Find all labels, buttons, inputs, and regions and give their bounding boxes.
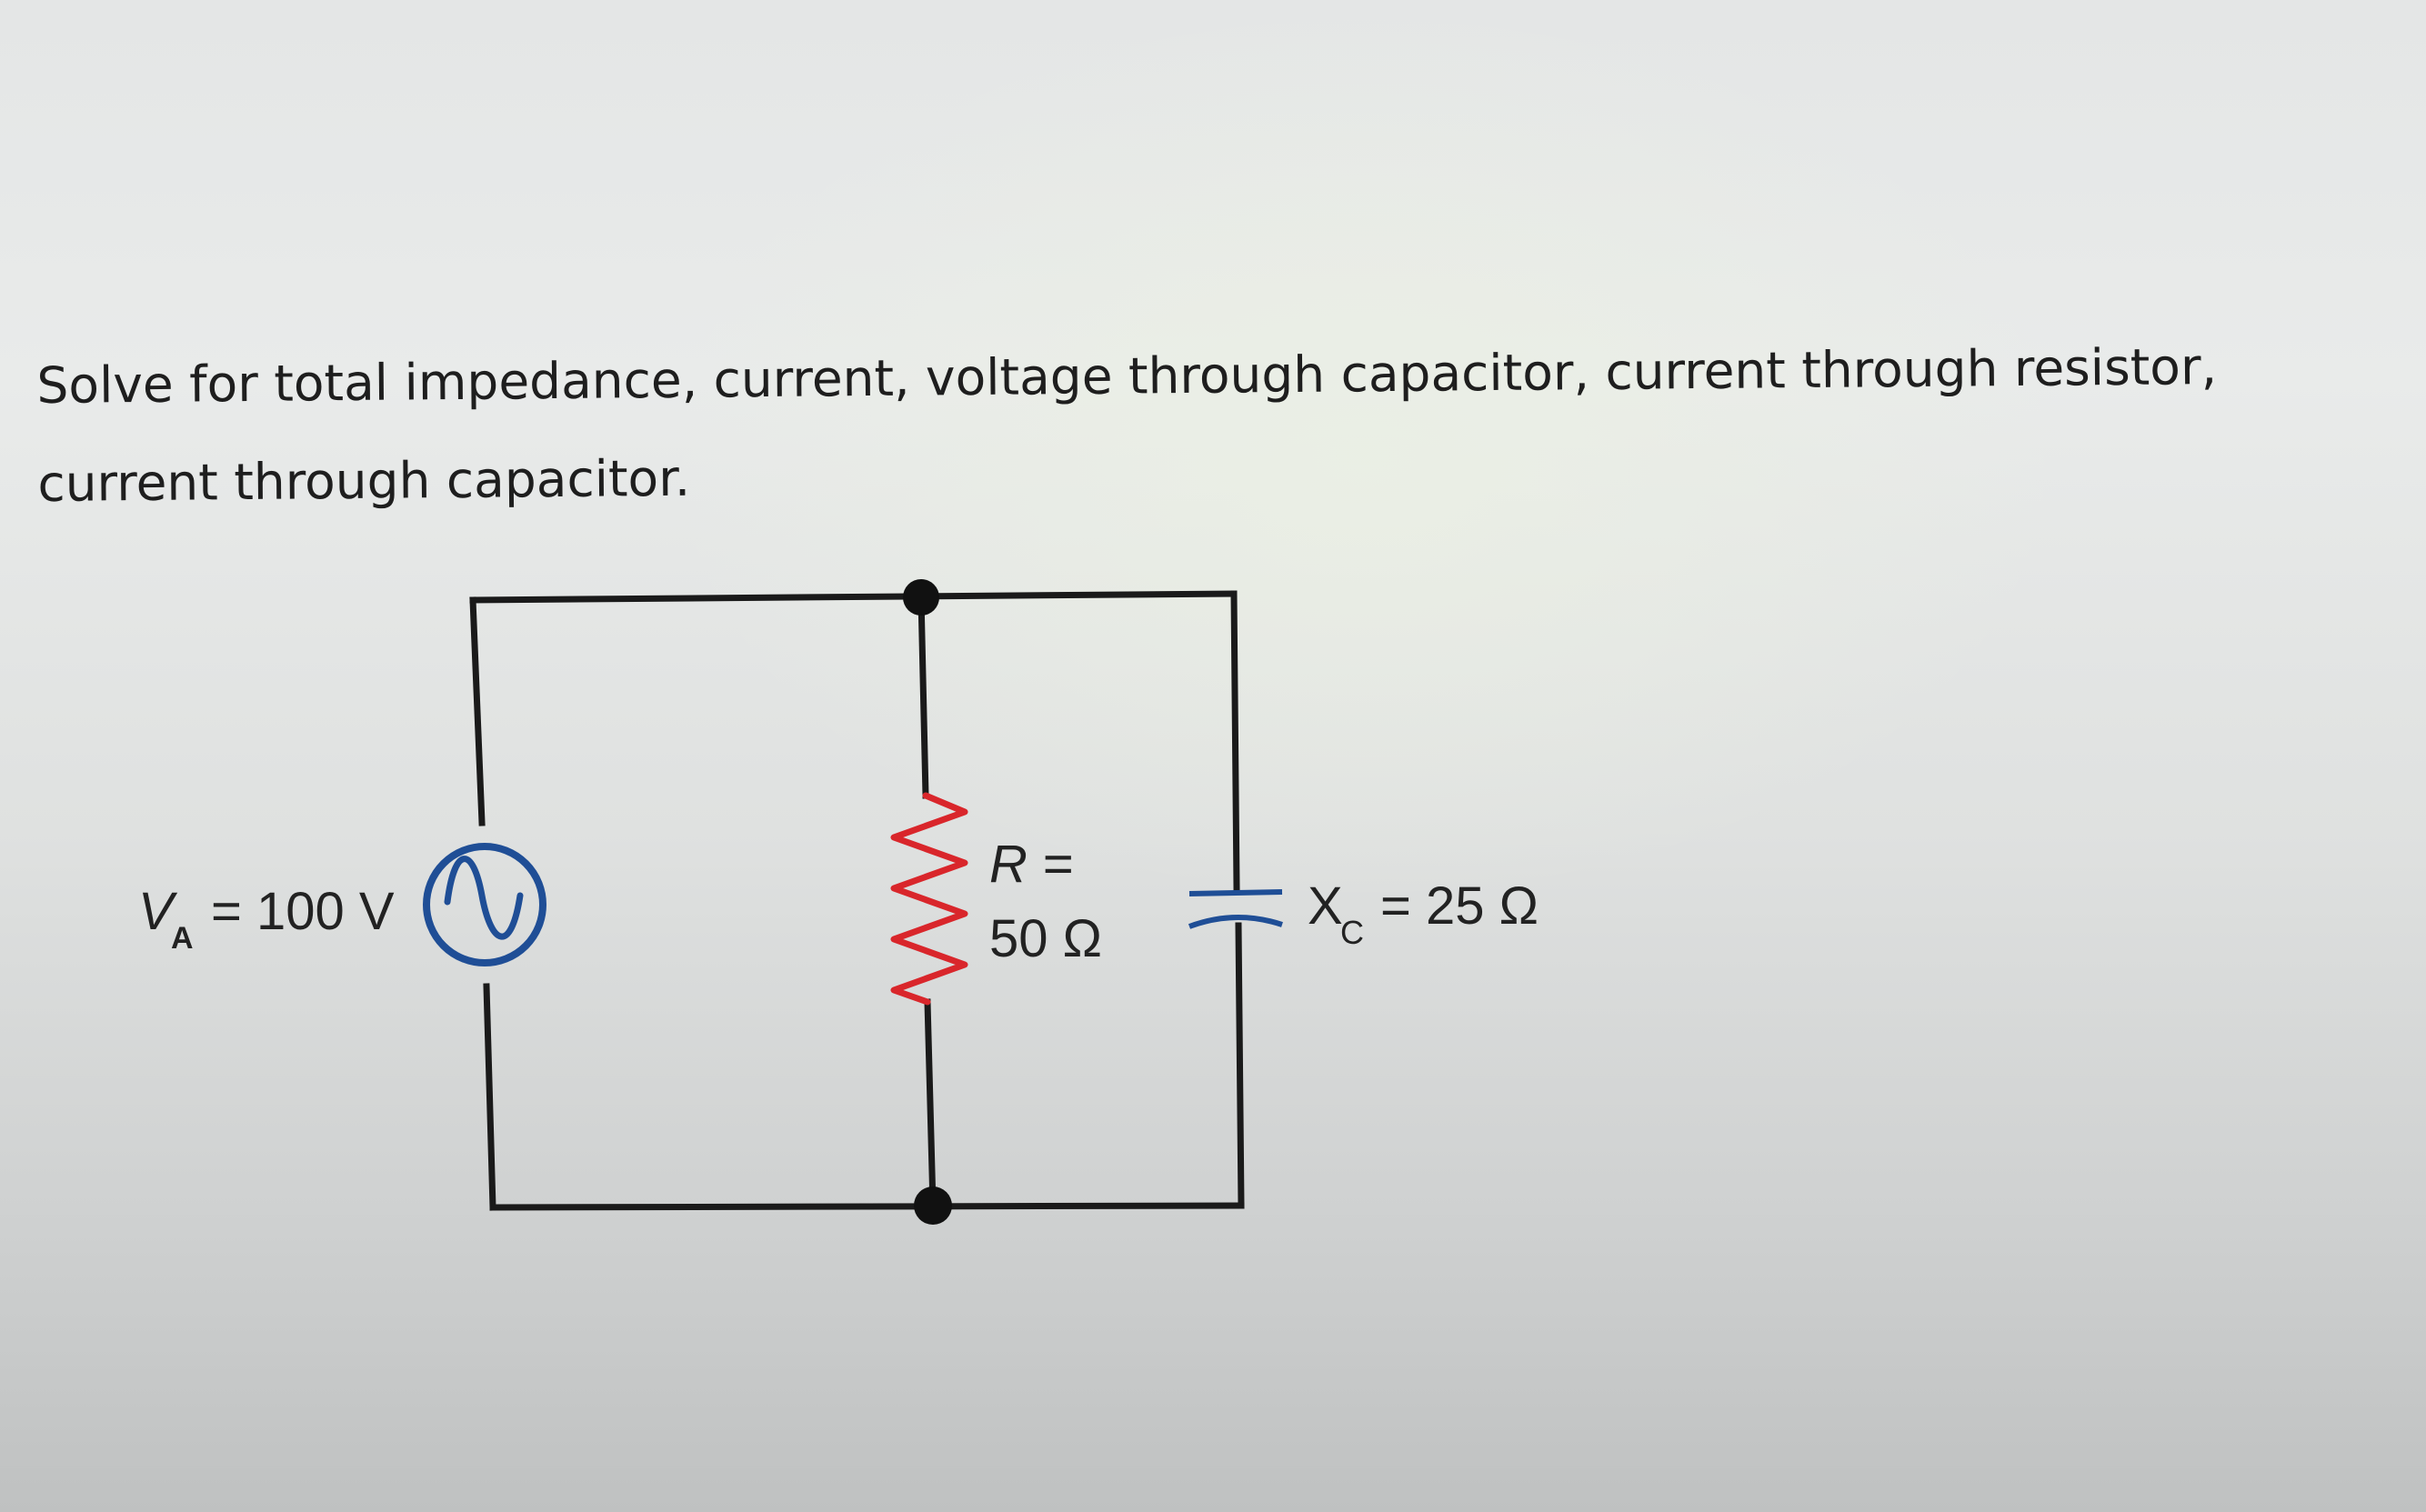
capacitor-icon (1188, 889, 1283, 929)
circuit-wires (469, 590, 1245, 1211)
capacitor-subscript: C (1340, 914, 1364, 951)
junction-dot-bottom (914, 1187, 952, 1225)
capacitor-value: = 25 Ω (1380, 876, 1539, 936)
source-value: = 100 V (211, 882, 395, 941)
source-subscript: A (171, 921, 194, 956)
source-symbol: V (138, 882, 178, 941)
resistor-label-line1: R = (989, 835, 1073, 894)
capacitor-symbol: X (1308, 876, 1343, 936)
ac-source-icon (423, 843, 546, 966)
junction-dot-top (903, 579, 939, 616)
resistor-label-line2: 50 Ω (989, 909, 1102, 968)
resistor-icon (890, 792, 968, 1006)
